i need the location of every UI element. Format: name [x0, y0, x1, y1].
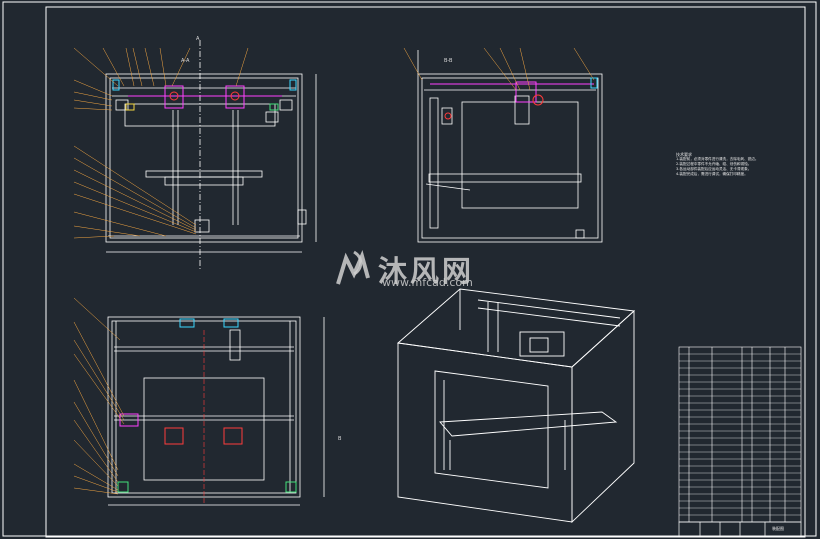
watermark: 沐风网 www.mfcad.com: [334, 248, 504, 292]
title-block: [678, 521, 802, 537]
notes-item: 1.装配前，必须对零件进行清洗，去除毛刺、锐边。: [676, 157, 759, 161]
side-view-colored-parts: [430, 77, 598, 120]
technical-notes: 技术要求 1.装配前，必须对零件进行清洗，去除毛刺、锐边。 2.装配过程中零件不…: [676, 152, 759, 177]
isometric-view: [396, 288, 636, 524]
watermark-text-cn: 沐风网: [378, 254, 475, 288]
inner-border: [45, 6, 806, 538]
watermark-logo-icon: [336, 250, 370, 285]
top-view-leaders: [73, 297, 125, 495]
notes-item: 3.各运动部件装配后应运动灵活、无卡滞现象。: [676, 167, 752, 171]
side-view-leaders: [403, 47, 595, 91]
top-view-colored-parts: [117, 318, 297, 493]
front-view-colored-parts: [112, 79, 297, 111]
notes-item: 4.装配完成后，需进行调试，确保打印精度。: [676, 172, 748, 176]
notes-item: 2.装配过程中零件不允许磕、碰、划伤和锈蚀。: [676, 162, 752, 166]
top-view: [107, 316, 325, 506]
title-block-label: 装配图: [772, 526, 784, 531]
section-label-front: A-A: [181, 58, 190, 64]
section-label-side: B-B: [444, 58, 453, 64]
view-label-b: B: [338, 436, 342, 442]
parts-list-rows: [679, 353, 801, 516]
view-label-a: A: [196, 36, 200, 42]
front-view-leaders: [73, 47, 249, 239]
side-view: [417, 50, 603, 243]
notes-title: 技术要求: [676, 152, 692, 157]
front-view: [105, 40, 317, 270]
parts-list-table: [678, 346, 802, 523]
watermark-text-en: www.mfcad.com: [382, 276, 473, 289]
